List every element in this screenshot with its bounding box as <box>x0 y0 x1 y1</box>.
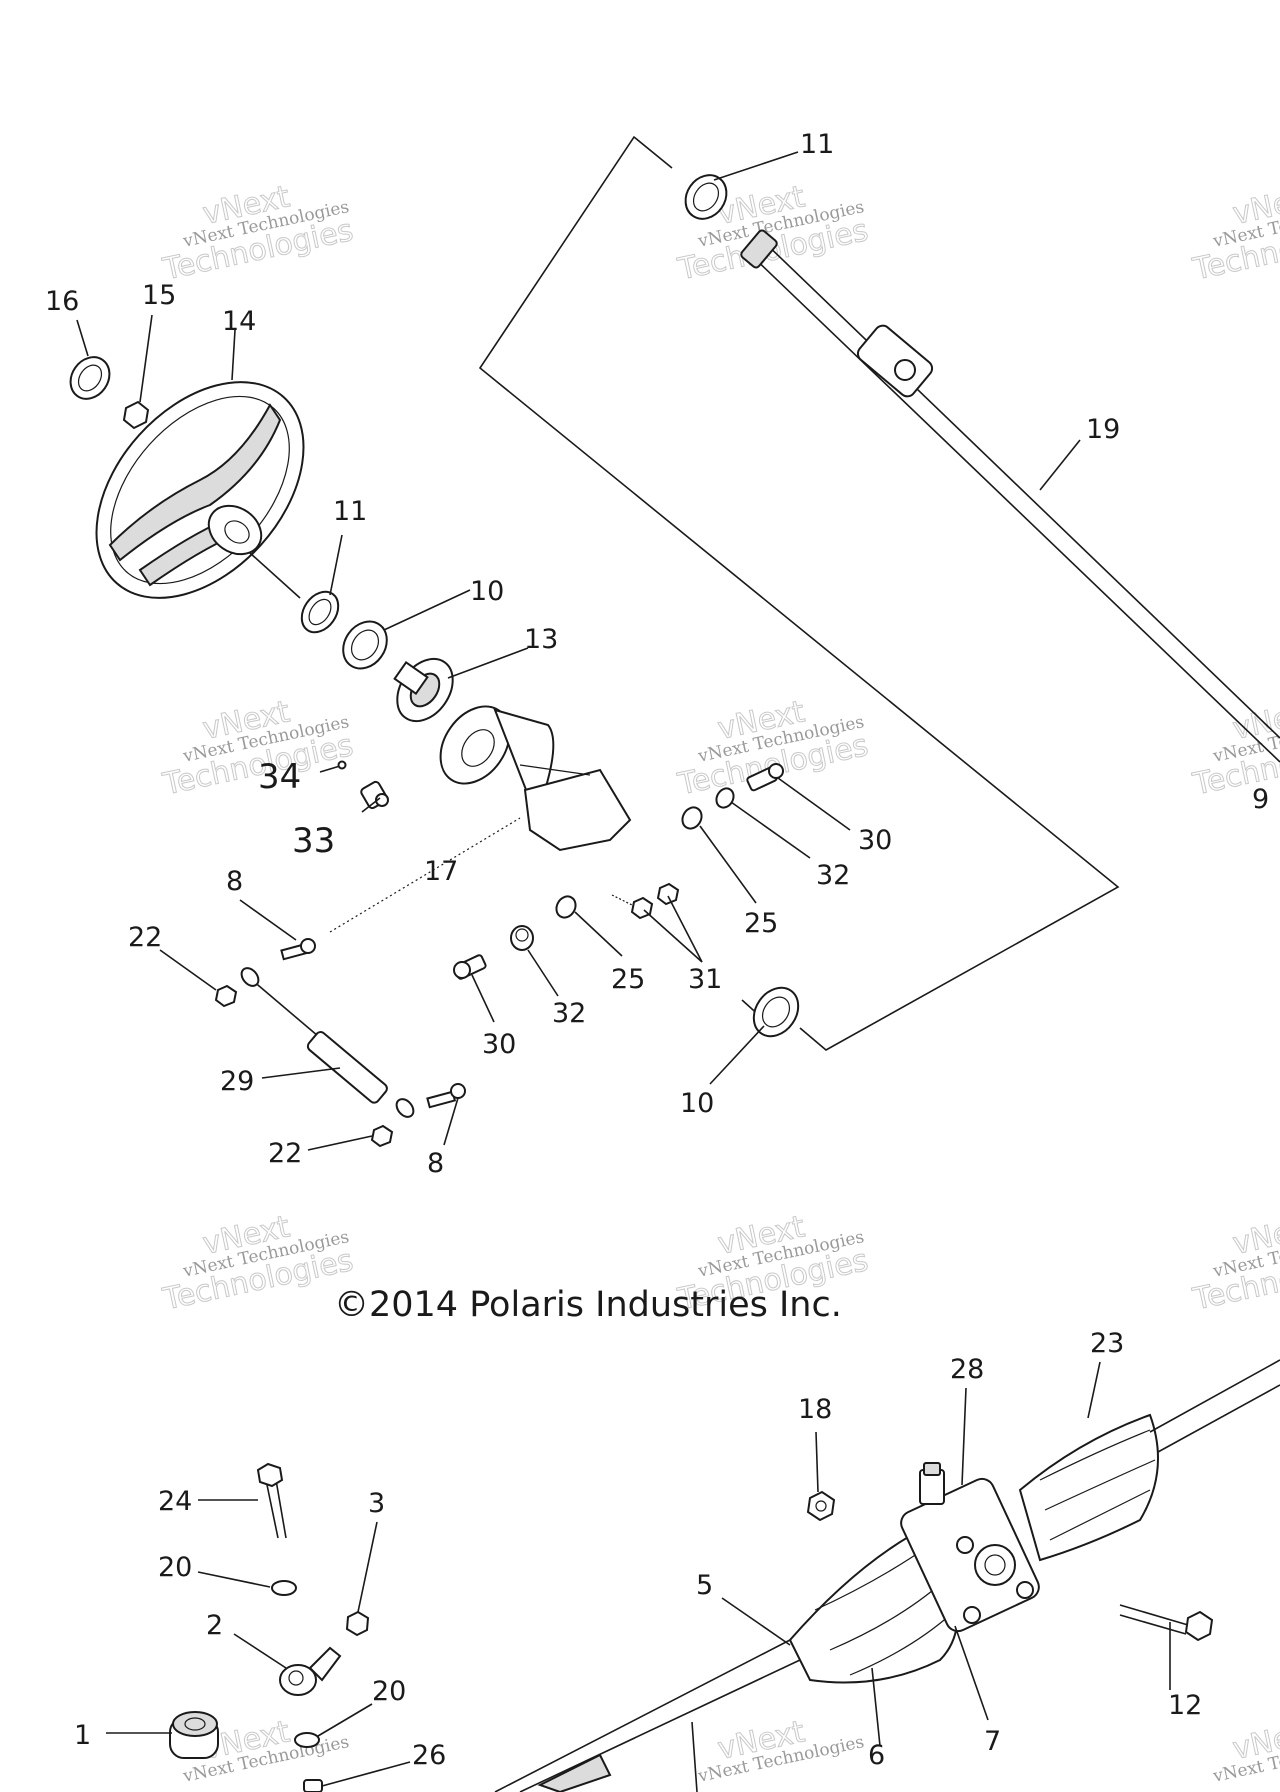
callout-19: 19 <box>1086 414 1120 445</box>
callout-5: 5 <box>696 1570 713 1601</box>
part-8-pin-lower <box>426 1083 466 1109</box>
part-30-bolt-lower <box>453 954 487 980</box>
callout-8-lower: 8 <box>427 1148 444 1179</box>
callout-25-upper: 25 <box>744 908 778 939</box>
part-24-bolt <box>256 1462 287 1539</box>
callout-33: 33 <box>292 821 335 861</box>
callout-10-lower: 10 <box>680 1088 714 1119</box>
leader-lines <box>76 151 1171 1792</box>
callout-32-lower: 32 <box>552 998 586 1029</box>
part-31-nut-b <box>656 882 680 906</box>
callout-29: 29 <box>220 1066 254 1097</box>
callout-28: 28 <box>950 1354 984 1385</box>
part-8-pin-upper <box>280 938 316 961</box>
callout-15: 15 <box>142 280 176 311</box>
callout-8-upper: 8 <box>226 866 243 897</box>
part-20-washer-upper <box>271 1580 297 1596</box>
part-29-gas-strut <box>240 967 415 1118</box>
part-34-screw <box>319 760 347 773</box>
part-10-bearing-lower <box>752 986 800 1038</box>
callout-31: 31 <box>688 964 722 995</box>
part-1-bushing <box>169 1711 219 1759</box>
part-16-cap <box>69 356 111 400</box>
part-18-nut <box>806 1490 836 1522</box>
steering-shaft <box>740 229 1280 763</box>
callout-22-lower: 22 <box>268 1138 302 1169</box>
part-30-bolt-upper <box>746 763 784 792</box>
callout-13: 13 <box>524 624 558 655</box>
callout-11-top: 11 <box>800 129 834 160</box>
callout-30-upper: 30 <box>858 825 892 856</box>
part-20-washer-lower <box>294 1732 320 1748</box>
part-17-column-bracket <box>439 705 632 852</box>
part-26-fitting <box>303 1779 323 1792</box>
part-25-washer-lower <box>555 895 577 919</box>
group-bracket-outline <box>478 135 1120 1051</box>
part-10-bearing-upper <box>342 620 388 670</box>
part-12-bolt <box>1119 1604 1214 1642</box>
callout-20-upper: 20 <box>158 1552 192 1583</box>
part-13-bushing <box>393 657 454 723</box>
callout-3: 3 <box>368 1488 385 1519</box>
part-32-spacer-lower <box>510 925 534 951</box>
callout-18: 18 <box>798 1394 832 1425</box>
part-33-sensor <box>360 780 389 810</box>
part-3-nut <box>345 1610 370 1637</box>
callouts: 11 16 15 14 19 11 10 13 34 33 9 30 32 25… <box>45 129 1269 1771</box>
callout-11-middle: 11 <box>333 496 367 527</box>
callout-6: 6 <box>868 1740 885 1771</box>
callout-24: 24 <box>158 1486 192 1517</box>
callout-16: 16 <box>45 286 79 317</box>
callout-22-upper: 22 <box>128 922 162 953</box>
callout-14: 14 <box>222 306 256 337</box>
callout-1: 1 <box>74 1720 91 1751</box>
steering-rack-assembly <box>494 1359 1280 1792</box>
callout-30-lower: 30 <box>482 1029 516 1060</box>
callout-26: 26 <box>412 1740 446 1771</box>
part-25-washer-upper <box>681 806 703 830</box>
part-22-nut-lower <box>370 1124 394 1148</box>
part-2-tie-rod-end <box>279 1646 342 1696</box>
callout-9: 9 <box>1252 784 1269 815</box>
callout-10-upper: 10 <box>470 576 504 607</box>
callout-12: 12 <box>1168 1690 1202 1721</box>
callout-7: 7 <box>984 1726 1001 1757</box>
callout-20-lower: 20 <box>372 1676 406 1707</box>
callout-34: 34 <box>258 757 301 797</box>
callout-23: 23 <box>1090 1328 1124 1359</box>
part-22-nut-upper <box>214 984 238 1008</box>
part-15-nut <box>122 400 150 430</box>
part-11-seal-middle <box>300 590 340 634</box>
callout-2: 2 <box>206 1610 223 1641</box>
steering-wheel <box>95 381 305 599</box>
callout-25-lower: 25 <box>611 964 645 995</box>
copyright-notice: ©2014 Polaris Industries Inc. <box>334 1285 842 1325</box>
callout-32-upper: 32 <box>816 860 850 891</box>
callout-17: 17 <box>424 856 458 887</box>
